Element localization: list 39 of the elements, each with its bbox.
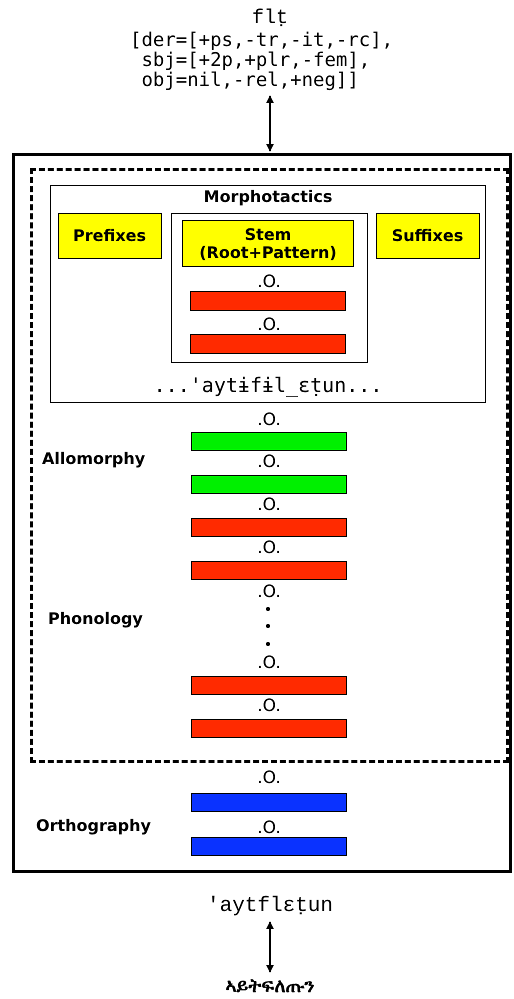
rule-bar (190, 334, 346, 354)
rule-bar (191, 676, 347, 695)
surface-form-text: 'aytflɛṭun (180, 894, 360, 920)
double-arrow (266, 921, 274, 973)
stem-box: Stem (Root+Pattern) (182, 220, 354, 267)
suffix-box: Suffixes (376, 212, 480, 258)
rule-bar (191, 793, 347, 812)
dashed-frame (30, 168, 509, 763)
composition-operator: .O. (256, 453, 282, 471)
rule-bar (190, 291, 346, 311)
composition-operator: .O. (256, 697, 282, 715)
script-form-text: ኣይትፍለጡን (170, 974, 370, 999)
outer-frame (12, 153, 512, 873)
rule-bar (191, 432, 347, 451)
rule-bar (191, 475, 347, 494)
composition-operator: .O. (256, 411, 282, 429)
composition-operator: .O. (256, 316, 282, 334)
section-title: Morphotactics (204, 188, 332, 206)
level-label: Phonology (48, 610, 143, 628)
double-arrow (266, 95, 274, 152)
level-label: Allomorphy (42, 450, 146, 468)
rule-bar (191, 719, 347, 738)
feature-text: [der=[+ps,-tr,-it,-rc], sbj=[+2p,+plr,-fem], obj=nil,-rel,+neg]] (130, 30, 394, 90)
composition-operator: .O. (256, 769, 282, 787)
morphotactics-panel (50, 185, 486, 403)
stem-frame (170, 212, 368, 362)
composition-operator: .O. (256, 819, 282, 837)
rule-bar (191, 837, 347, 856)
lemma-text: flṭ (252, 8, 288, 30)
level-label: Orthography (36, 817, 151, 835)
composition-operator: .O. (256, 654, 282, 672)
composition-operator: .O. (256, 583, 282, 601)
composition-operator: .O. (256, 496, 282, 514)
composition-operator: .O. (256, 273, 282, 291)
rule-bar (191, 561, 347, 580)
example-form-text: ...'aytɨfɨl_ɛṭun... (154, 374, 382, 396)
rule-bar (191, 518, 347, 537)
prefix-box: Prefixes (58, 212, 162, 258)
composition-operator: .O. (256, 539, 282, 557)
